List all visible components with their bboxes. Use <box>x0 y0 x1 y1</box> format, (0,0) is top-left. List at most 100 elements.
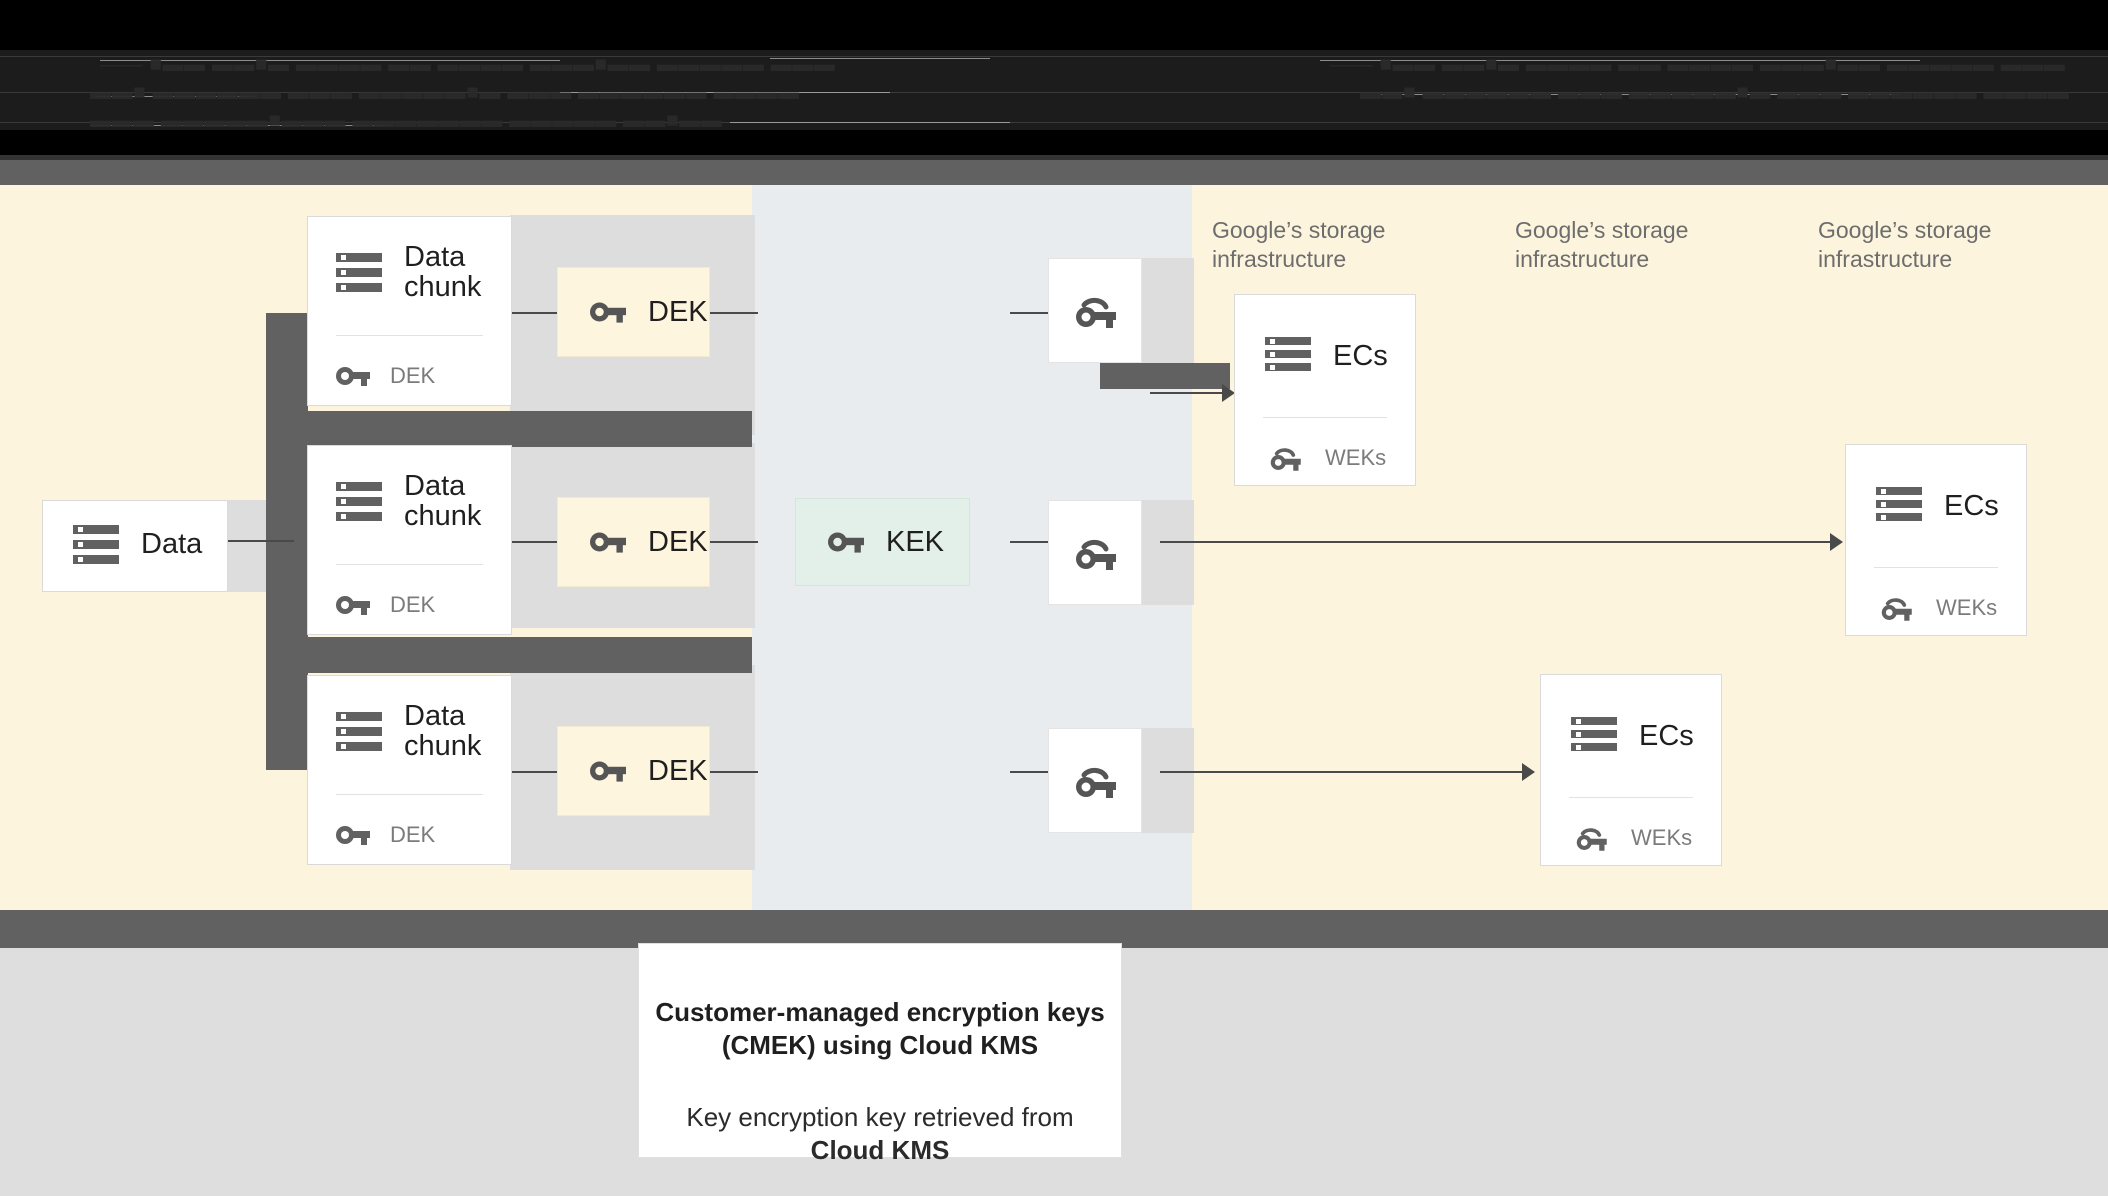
arrow-ecs2 <box>1830 533 1843 551</box>
wrapped-key-tile-1[interactable] <box>1048 258 1142 363</box>
wrapped-key-tile-3[interactable] <box>1048 728 1142 833</box>
arrow-ecs1 <box>1222 384 1235 402</box>
wrapped-key-icon <box>1076 539 1116 570</box>
dek-2-label: DEK <box>648 525 708 558</box>
kek-label: KEK <box>886 525 945 558</box>
header-obscured-line-5: ▬▬■ ▬▬▬▬▬▬ ▬▬▬ ▬▬▬▬▬■▬ ▬▬▬ ▬▬▬▬▬▬ ▬▬▬▬ <box>1360 81 2070 104</box>
storage-1-key-label: WEKs <box>1325 445 1387 470</box>
chunk-2-key-label: DEK <box>390 592 436 617</box>
line-wk1-to-ecs1 <box>1150 392 1230 394</box>
line-dek1-out <box>710 312 758 314</box>
wrapped-key-tile-2[interactable] <box>1048 500 1142 605</box>
data-chunk-card-1[interactable]: Data chunk DEK <box>307 216 512 406</box>
line-to-wrappedkey-1 <box>1010 312 1048 314</box>
line-wk2-to-ecs2 <box>1160 541 1840 543</box>
key-icon <box>590 761 626 782</box>
server-icon <box>336 481 382 522</box>
dek-3-label: DEK <box>648 754 708 787</box>
header-obscured-line-2: ▬▬■ ▬▬▬▬▬▬ ▬▬▬ ▬▬▬▬▬■▬ ▬▬▬ ▬▬▬▬▬▬ ▬▬▬▬ <box>90 81 800 104</box>
key-icon <box>336 367 370 386</box>
source-data-label: Data <box>141 528 203 561</box>
key-icon <box>590 532 626 553</box>
line-to-wrappedkey-3 <box>1010 771 1048 773</box>
key-icon <box>828 532 864 553</box>
chunk-2-key-row: DEK <box>336 592 435 618</box>
caption-line-4: Cloud KMS <box>810 1134 950 1165</box>
chunk-2-label: Data chunk <box>404 470 482 532</box>
chunk-1-title-row: Data chunk <box>336 241 511 303</box>
bottom-dark-band <box>0 910 2108 948</box>
storage-3-key-row: WEKs <box>1571 823 1692 853</box>
storage-2-title-row: ECs <box>1876 487 1999 527</box>
storage-2-divider <box>1874 567 1998 568</box>
fanout-branch-top <box>266 411 752 447</box>
chunk-3-key-label: DEK <box>390 822 436 847</box>
line-data-to-trunk <box>228 540 294 542</box>
line-chunk2-dek <box>512 541 557 543</box>
chunk-1-label: Data chunk <box>404 241 482 303</box>
line-dek3-out <box>710 771 758 773</box>
wrapped-key-icon <box>1076 767 1116 798</box>
chunk-3-title-row: Data chunk <box>336 700 511 762</box>
storage-1-divider <box>1263 417 1387 418</box>
caption-panel: Customer-managed encryption keys (CMEK) … <box>638 943 1122 1165</box>
line-chunk3-dek <box>512 771 557 773</box>
storage-card-3[interactable]: ECs WEKs <box>1540 674 1722 866</box>
dek-1-label: DEK <box>648 295 708 328</box>
server-icon <box>336 711 382 752</box>
infra-label-2: Google’s storage infrastructure <box>1515 217 1689 272</box>
source-card-row: Data <box>73 525 202 565</box>
chunk-2-divider <box>336 564 483 565</box>
wrapped-key-icon <box>1076 297 1116 328</box>
kek-box[interactable]: KEK <box>795 498 970 586</box>
header-obscured-line-1: —— ■▬▬ ▬▬■▬ ▬▬▬▬ ▬▬ ▬▬▬▬ ▬▬▬■▬▬ ▬▬▬▬▬ ▬▬… <box>100 53 836 76</box>
chunk-3-label: Data chunk <box>404 700 482 762</box>
header-obscured-line-4: —— ■▬▬ ▬▬■▬ ▬▬▬▬ ▬▬ ▬▬▬▬ ▬▬▬■▬▬ ▬▬▬▬▬ ▬▬… <box>1330 53 2066 76</box>
storage-2-key-row: WEKs <box>1876 593 1997 623</box>
header-bottom-edge <box>0 155 2108 160</box>
chunk-1-key-row: DEK <box>336 363 435 389</box>
obscured-header-band: —— ■▬▬ ▬▬■▬ ▬▬▬▬ ▬▬ ▬▬▬▬ ▬▬▬■▬▬ ▬▬▬▬▬ ▬▬… <box>0 0 2108 160</box>
top-grey-strip <box>0 160 2108 185</box>
header-noise-strip <box>0 50 2108 130</box>
wrapped-key-icon <box>1576 828 1607 851</box>
line-wk3-to-ecs3 <box>1160 771 1530 773</box>
caption-line-2: (CMEK) using Cloud KMS <box>721 1030 1039 1061</box>
chunk-1-divider <box>336 335 483 336</box>
chunk-3-divider <box>336 794 483 795</box>
storage-1-label: ECs <box>1333 340 1388 373</box>
storage-3-title-row: ECs <box>1571 717 1694 757</box>
key-icon <box>336 826 370 845</box>
storage-2-key-label: WEKs <box>1936 595 1998 620</box>
storage-3-divider <box>1569 797 1693 798</box>
infra-label-1: Google’s storage infrastructure <box>1212 217 1386 272</box>
line-chunk1-dek <box>512 312 557 314</box>
fanout-branch-mid <box>266 637 752 673</box>
source-data-card[interactable]: Data <box>42 500 228 592</box>
data-chunk-card-2[interactable]: Data chunk DEK <box>307 445 512 635</box>
storage-3-key-label: WEKs <box>1631 825 1693 850</box>
wrapped-key-icon <box>1270 448 1301 471</box>
dek-box-1[interactable]: DEK <box>557 267 710 357</box>
wrapped-key-icon <box>1881 598 1912 621</box>
caption-line-3: Key encryption key retrieved from <box>686 1101 1074 1132</box>
line-kek-to-wrappedkey-2 <box>1010 541 1048 543</box>
storage-card-1[interactable]: ECs WEKs <box>1234 294 1416 486</box>
storage-1-title-row: ECs <box>1265 337 1388 377</box>
dek-box-3[interactable]: DEK <box>557 726 710 816</box>
storage-card-2[interactable]: ECs WEKs <box>1845 444 2027 636</box>
chunk-3-key-row: DEK <box>336 822 435 848</box>
server-icon <box>336 252 382 293</box>
key-icon <box>590 302 626 323</box>
key-icon <box>336 596 370 615</box>
arrow-ecs3 <box>1522 763 1535 781</box>
storage-1-key-row: WEKs <box>1265 443 1386 473</box>
chunk-2-title-row: Data chunk <box>336 470 511 532</box>
server-icon <box>1571 717 1617 757</box>
server-icon <box>1876 487 1922 527</box>
header-obscured-line-3: ▬▬▬ ▬▬▬▬▬■▬▬▬ ▬▬▬▬▬▬▬ ▬▬▬▬▬ ▬▬■▬▬ <box>90 109 723 132</box>
data-chunk-card-3[interactable]: Data chunk DEK <box>307 675 512 865</box>
dek-box-2[interactable]: DEK <box>557 497 710 587</box>
wrapped-key-stub-bar <box>1100 363 1230 389</box>
